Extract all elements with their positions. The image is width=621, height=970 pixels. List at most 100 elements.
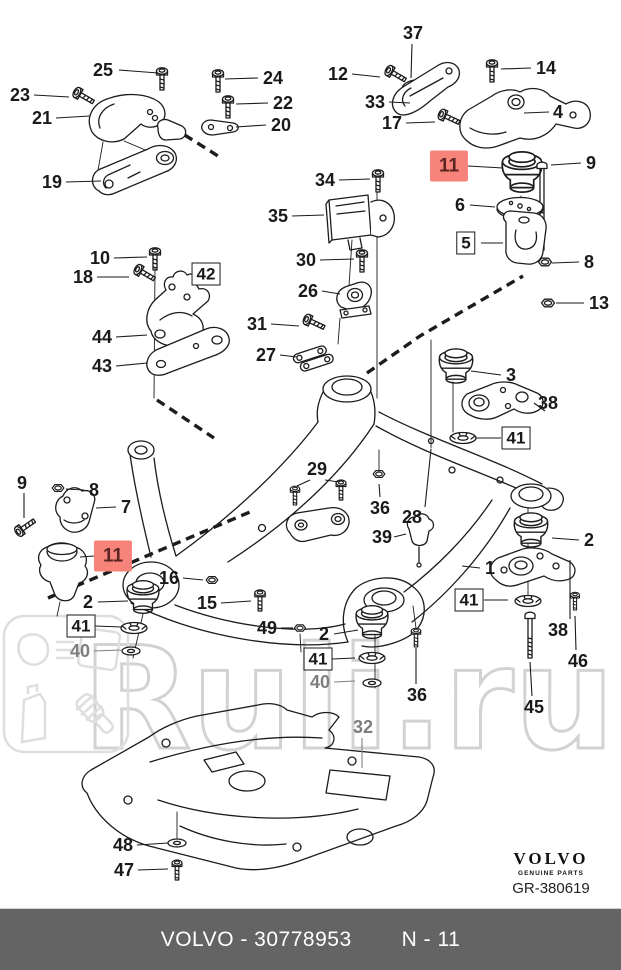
construction-lines xyxy=(56,140,529,839)
part-label-36: 36 xyxy=(369,498,391,518)
leader-line-8 xyxy=(65,488,85,491)
engine-mount-upper-left-group xyxy=(70,67,239,196)
leader-line-11 xyxy=(79,555,95,558)
part-label-21: 21 xyxy=(31,108,53,128)
leader-line-31 xyxy=(270,323,300,327)
part-label-40: 40 xyxy=(309,672,331,692)
watermark: Ruli.ru xyxy=(2,614,616,784)
leader-line-12 xyxy=(351,73,381,78)
leader-line-47 xyxy=(137,868,169,871)
leader-line-22 xyxy=(235,102,269,105)
torque-arm-part-19 xyxy=(91,144,178,196)
part-label-5: 5 xyxy=(456,231,476,255)
leader-line-43 xyxy=(115,362,148,367)
part-label-25: 25 xyxy=(92,60,114,80)
plate-part-43 xyxy=(146,326,230,376)
part-label-22: 22 xyxy=(272,93,294,113)
mount-part-39 xyxy=(406,513,435,547)
footer-note: N - 11 xyxy=(401,928,461,951)
leader-line-4 xyxy=(523,111,550,114)
volvo-logo: VOLVO GENUINE PARTS GR-380619 xyxy=(486,849,616,897)
part-label-27: 27 xyxy=(255,345,277,365)
part-label-2: 2 xyxy=(583,530,595,550)
leader-line-36 xyxy=(378,483,381,498)
leader-line-44 xyxy=(115,334,148,338)
part-label-34: 34 xyxy=(314,170,336,190)
part-label-37: 37 xyxy=(402,23,424,43)
leader-line-28 xyxy=(424,448,432,508)
genuine-parts-text: GENUINE PARTS xyxy=(518,870,584,877)
part-label-38: 38 xyxy=(547,620,569,640)
leader-line-40 xyxy=(93,649,122,652)
bracket-group-35-26-27 xyxy=(292,169,395,372)
leader-line-45 xyxy=(529,661,533,697)
leader-line-3 xyxy=(470,370,502,376)
leader-line-10 xyxy=(113,256,148,259)
part-label-9: 9 xyxy=(585,153,597,173)
watermark-logo-panel xyxy=(2,614,130,754)
leader-line-9 xyxy=(550,162,582,166)
part-label-30: 30 xyxy=(295,250,317,270)
part-label-38: 38 xyxy=(537,393,559,413)
part-label-7: 7 xyxy=(120,497,132,517)
part-label-33: 33 xyxy=(364,92,386,112)
part-label-4: 4 xyxy=(552,102,564,122)
watermark-text: Ruli.ru xyxy=(82,617,615,782)
link-part-27 xyxy=(292,345,334,372)
dashed-lines xyxy=(47,125,524,600)
part-label-13: 13 xyxy=(588,293,610,313)
bottom-right-column xyxy=(489,512,580,659)
bracket-group-44-43 xyxy=(131,247,230,376)
part-label-12: 12 xyxy=(327,64,349,84)
leader-line-14 xyxy=(500,67,532,70)
part-label-10: 10 xyxy=(89,248,111,268)
leader-line-39 xyxy=(393,533,407,538)
leader-line-25 xyxy=(118,69,159,74)
part-label-6: 6 xyxy=(454,195,466,215)
leader-line-21 xyxy=(55,115,91,119)
leader-line-29 xyxy=(324,479,340,483)
leader-line-19 xyxy=(65,180,102,183)
leader-line-11 xyxy=(467,165,504,169)
part-label-2: 2 xyxy=(318,624,330,644)
leader-line-48 xyxy=(136,842,169,846)
leader-line-37 xyxy=(410,43,413,79)
bracket-part-4 xyxy=(459,87,591,149)
leader-line-20 xyxy=(235,124,267,128)
leader-line-6 xyxy=(469,204,496,208)
leader-line-1 xyxy=(461,565,481,569)
part-label-44: 44 xyxy=(91,327,113,347)
part-label-43: 43 xyxy=(91,356,113,376)
part-label-11-highlighted: 11 xyxy=(93,540,133,572)
part-label-42: 42 xyxy=(191,262,221,286)
part-label-24: 24 xyxy=(262,68,284,88)
leader-line-29 xyxy=(296,479,311,487)
mount-group-3-38-41 xyxy=(438,348,544,445)
bracket-part-33 xyxy=(391,61,461,116)
footer-bar: VOLVO - 30778953 N - 11 xyxy=(0,908,621,970)
skid-plate-part-32 xyxy=(81,703,435,881)
part-label-32: 32 xyxy=(352,717,374,737)
leader-line-27 xyxy=(279,354,298,358)
leader-line-41 xyxy=(331,657,356,660)
part-label-15: 15 xyxy=(196,593,218,613)
part-label-14: 14 xyxy=(535,58,557,78)
leader-line-40 xyxy=(333,680,356,683)
part-label-41: 41 xyxy=(303,647,333,671)
part-label-8: 8 xyxy=(88,480,100,500)
part-label-3: 3 xyxy=(505,365,517,385)
leader-line-8 xyxy=(551,261,580,264)
part-label-40: 40 xyxy=(69,641,91,661)
part-label-28: 28 xyxy=(401,507,423,527)
leader-line-35 xyxy=(291,214,325,217)
part-label-47: 47 xyxy=(113,860,135,880)
leader-line-34 xyxy=(338,178,371,181)
leader-line-17 xyxy=(405,121,436,124)
part-label-18: 18 xyxy=(72,267,94,287)
leader-line-2 xyxy=(333,629,359,635)
center-parts-group xyxy=(285,469,435,568)
leader-line-46 xyxy=(574,615,577,651)
leader-line-33 xyxy=(388,101,411,104)
